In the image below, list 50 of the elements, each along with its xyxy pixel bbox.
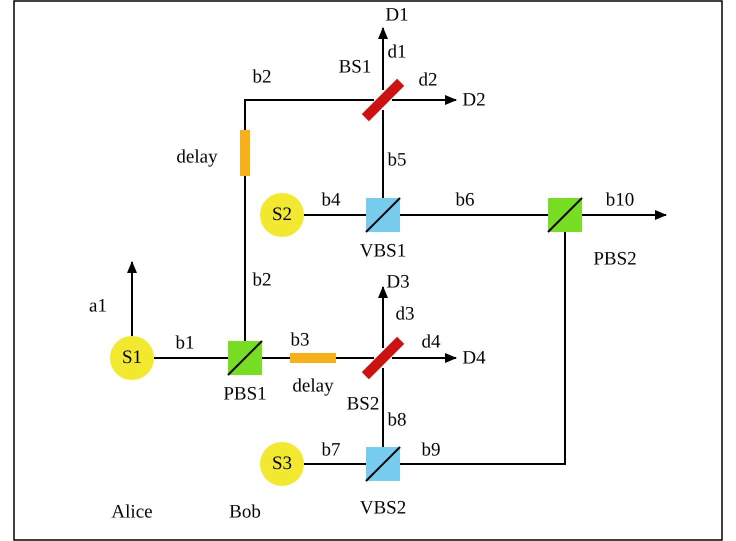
component-label: BS2 (346, 394, 380, 414)
edge-label: b2 (252, 270, 272, 290)
beam-path (304, 463, 366, 465)
source-circle: S2 (260, 193, 304, 237)
edge-label: a1 (89, 296, 107, 316)
beam-path (400, 214, 548, 216)
beam-arrow (392, 95, 457, 105)
edge-label: b8 (388, 410, 406, 430)
detector-label: D3 (386, 272, 410, 292)
component-label: PBS2 (593, 250, 637, 268)
detector-label: D1 (385, 6, 409, 24)
beam-path (304, 214, 366, 216)
edge-label: b5 (388, 150, 406, 170)
party-label: Alice (111, 502, 153, 522)
beam-arrow (378, 27, 388, 90)
edge-label: b7 (322, 440, 340, 460)
edge-label: b10 (606, 190, 634, 210)
component-label: PBS1 (223, 384, 267, 404)
source-circle: S3 (260, 442, 304, 486)
edge-label: b1 (176, 334, 194, 352)
beam-path (336, 357, 374, 359)
edge-label: b6 (456, 190, 474, 210)
beam-path (382, 368, 384, 447)
edge-label: b4 (322, 190, 340, 210)
edge-label: d1 (388, 42, 406, 62)
party-label: Bob (229, 502, 261, 522)
beam-path (400, 232, 566, 465)
beam-path (154, 357, 228, 359)
edge-label: b2 (252, 68, 272, 86)
beam-arrow (378, 286, 388, 348)
beam-path (262, 357, 290, 359)
component-label: delay (176, 148, 218, 166)
edge-label: d2 (418, 70, 438, 90)
beam-path (244, 99, 374, 130)
beam-path (244, 176, 246, 341)
detector-label: D2 (462, 90, 486, 110)
detector-label: D4 (462, 348, 486, 368)
beam-path (382, 110, 384, 198)
beam-arrow (392, 353, 457, 363)
component-label: delay (292, 376, 334, 396)
component-label: BS1 (338, 58, 372, 76)
source-circle: S1 (110, 336, 154, 380)
edge-label: d4 (422, 332, 440, 352)
edge-label: b9 (422, 440, 440, 460)
component-label: VBS1 (360, 242, 406, 260)
edge-label: b3 (290, 330, 310, 350)
beam-arrow (127, 261, 137, 336)
beam-arrow (582, 210, 667, 220)
component-label: VBS2 (360, 498, 406, 518)
edge-label: d3 (396, 304, 414, 324)
